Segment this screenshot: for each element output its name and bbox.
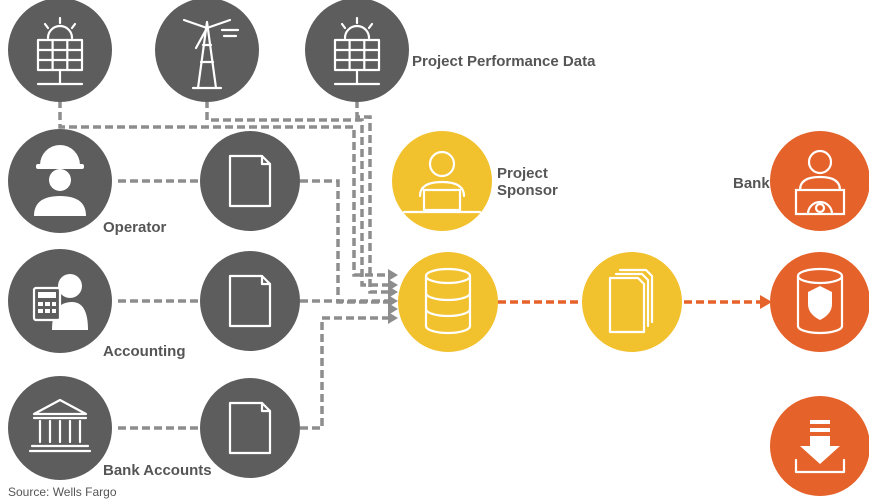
project-sponsor-label-line2: Sponsor <box>497 182 558 199</box>
shield-database-icon <box>796 267 844 335</box>
document-icon <box>228 154 272 208</box>
accounting-node <box>8 249 112 353</box>
accounting-label: Accounting <box>103 343 186 360</box>
orange-connectors <box>498 295 772 309</box>
connector-bank-accounts-report <box>300 316 388 430</box>
connector-solar-2 <box>355 100 388 294</box>
document-icon <box>228 274 272 328</box>
solar-source-1 <box>8 0 112 102</box>
hub-node <box>398 252 498 352</box>
solar-panel-icon <box>333 16 381 86</box>
project-sponsor-label-line1: Project <box>497 165 548 182</box>
bank-officer-icon <box>794 149 846 216</box>
connectors <box>58 100 398 430</box>
person-laptop-icon <box>402 150 482 214</box>
project-sponsor-node <box>392 131 492 231</box>
hard-hat-worker-icon <box>34 145 86 216</box>
connector-solar-1 <box>58 100 388 277</box>
database-icon <box>424 267 472 335</box>
bank-accounts-label: Bank Accounts <box>103 462 212 479</box>
source-note: Source: Wells Fargo <box>8 485 117 499</box>
wind-source <box>155 0 259 102</box>
arrowhead <box>388 295 398 307</box>
operator-report-node <box>200 131 300 231</box>
bank-label: Bank <box>733 175 770 192</box>
bank-building-icon <box>28 398 92 453</box>
document-stack-icon <box>608 268 654 334</box>
download-node <box>770 396 869 496</box>
bank-node <box>770 131 869 231</box>
arrowhead <box>388 269 398 281</box>
download-icon <box>794 420 846 474</box>
bank-accounts-report-node <box>200 378 300 478</box>
arrowhead <box>388 312 398 324</box>
operator-label: Operator <box>103 219 167 236</box>
arrowhead <box>760 295 772 309</box>
package-node <box>582 252 682 352</box>
document-icon <box>228 401 272 455</box>
operator-node <box>8 129 112 233</box>
solar-source-2 <box>305 0 409 102</box>
accounting-report-node <box>200 251 300 351</box>
secure-store-node <box>770 252 869 352</box>
project-performance-data-label: Project Performance Data <box>412 53 596 70</box>
arrowhead <box>388 286 398 298</box>
bank-accounts-node <box>8 376 112 480</box>
arrowhead <box>388 303 398 315</box>
solar-panel-icon <box>36 16 84 86</box>
wind-turbine-icon <box>182 18 240 90</box>
calculator-person-icon <box>32 274 88 330</box>
